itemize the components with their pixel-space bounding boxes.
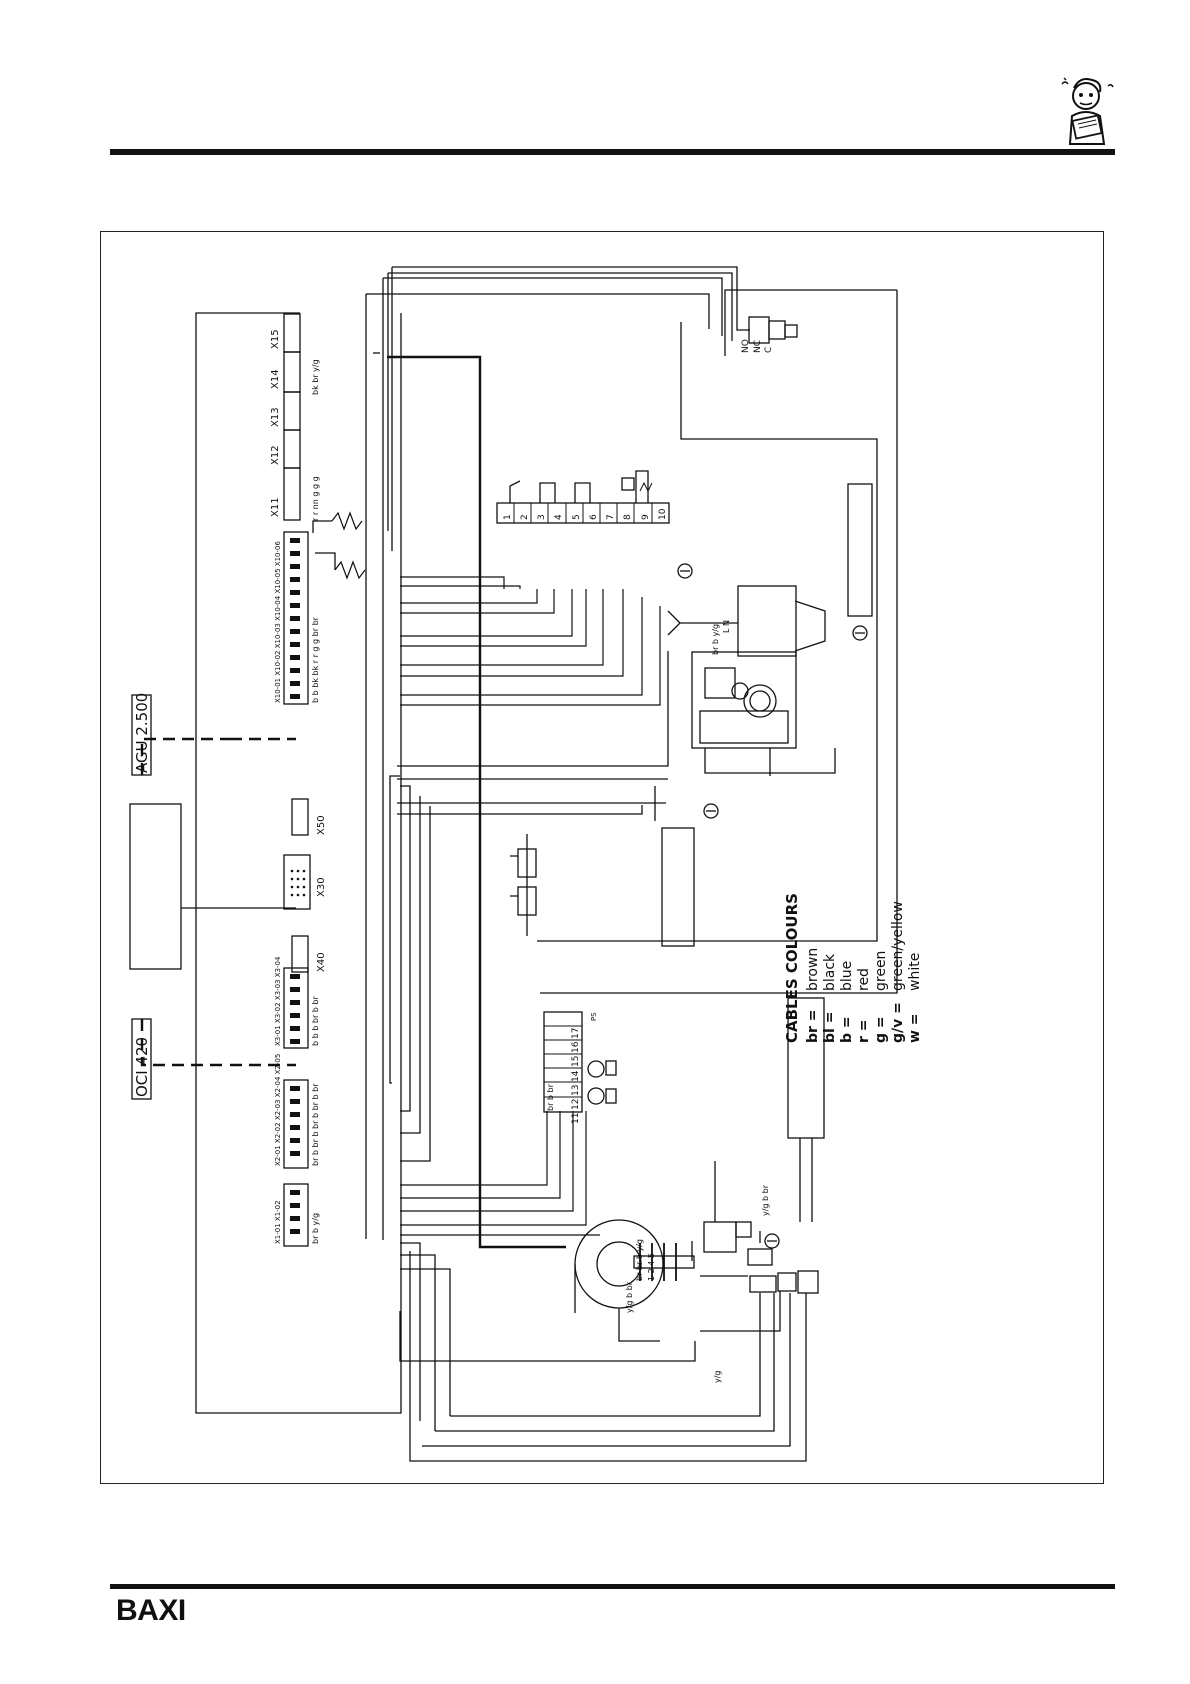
cables-colours-legend: CABLES COLOURS br = brown bl = black b =… [783, 893, 923, 1043]
terminal-17: 17 [571, 1028, 581, 1039]
x2-group-label: X2-01 X2-02 X2-03 X2-04 X2-05 [274, 1054, 282, 1166]
x12-label: X12 [270, 445, 281, 465]
terminal-11: 11 [571, 1113, 581, 1124]
terminal-14: 14 [571, 1070, 581, 1082]
agu-2500-label: AGU 2.500 [133, 693, 151, 773]
legend-name-r: red [856, 968, 872, 991]
x10-group-label: X10-01 X10-02 X10-03 X10-04 X10-05 X10-0… [274, 541, 282, 703]
x30-label: X30 [316, 877, 327, 897]
pressure-switch-no: NO [741, 339, 751, 353]
wiring-diagram: OCI 420 AGU 2.500 X40 X30 X50 X15 X14 X1… [129, 266, 923, 1462]
legend-name-gv: green/yellow [890, 901, 906, 991]
legend-title: CABLES COLOURS [783, 893, 801, 1043]
transformer-wire-label: br b y/g [711, 624, 720, 655]
x10-wire-label: b b bk bk r r g g br br [311, 616, 320, 703]
terminal-1: 1 [503, 514, 513, 520]
legend-name-b: blue [839, 961, 855, 991]
legend-name-br: brown [805, 948, 821, 991]
legend-code-br: br = [805, 1009, 821, 1043]
terminal-strip-b: 11 12 13 14 15 16 17 [571, 1028, 581, 1124]
terminal-16: 16 [571, 1041, 581, 1053]
legend-name-g: green [873, 951, 889, 991]
term-small-label: br b br [546, 1083, 555, 1111]
valve-base-label: L N [722, 620, 731, 633]
legend-code-gv: g/v = [890, 1002, 906, 1043]
footer-rule [110, 1584, 1115, 1589]
x3-group-label: X3-01 X3-02 X3-03 X3-04 [274, 956, 282, 1046]
legend-code-bl: bl = [822, 1012, 838, 1043]
terminal-3: 3 [537, 514, 547, 520]
x11-label: X11 [270, 497, 281, 517]
legend-name-w: white [907, 953, 923, 991]
terminal-4: 4 [554, 514, 564, 520]
fan-wire-label: br br b y/g [635, 1239, 644, 1281]
pressure-switch-c: C [764, 347, 774, 353]
pressure-switch-nc: NC [753, 340, 763, 353]
x1-group-label: X1-01 X1-02 [274, 1200, 282, 1244]
x3-wire-label: b b b br b br [311, 996, 320, 1046]
x15-label: X15 [270, 329, 281, 349]
terminal-12: 12 [571, 1099, 581, 1110]
ps-label: PS [590, 1012, 598, 1021]
x11-wire-label: r r nn g g g [311, 476, 320, 521]
x14-label: X14 [270, 369, 281, 389]
terminal-7: 7 [606, 514, 616, 520]
legend-code-b: b = [839, 1016, 855, 1043]
x40-label: X40 [316, 952, 327, 972]
block-wire-label: y/g b br [761, 1184, 770, 1216]
engineer-mascot-icon [1061, 77, 1114, 145]
x14-wire-label: bk br y/g [311, 359, 320, 395]
legend-code-r: r = [856, 1019, 872, 1043]
header-rule [110, 149, 1115, 155]
fan-out-label: y/g b br [625, 1281, 634, 1313]
terminal-8: 8 [623, 514, 633, 520]
earth-left-label: y/g [713, 1370, 722, 1383]
fan-pin-label: 1 2 4 5 [647, 1253, 656, 1281]
terminal-9: 9 [641, 514, 651, 520]
legend-code-g: g = [873, 1016, 889, 1043]
oci-420-label: OCI 420 [133, 1037, 151, 1097]
terminal-15: 15 [571, 1056, 581, 1067]
terminal-2: 2 [520, 514, 530, 520]
terminal-5: 5 [572, 514, 582, 520]
x2-wire-label: br b br b br b br b br [311, 1083, 320, 1166]
legend-code-w: w = [907, 1013, 923, 1043]
terminal-6: 6 [589, 514, 599, 520]
x1-wire-label: br b y/g [311, 1213, 320, 1244]
legend-name-bl: black [822, 953, 838, 991]
terminal-13: 13 [571, 1085, 581, 1096]
baxi-logo: BAXI [116, 1594, 186, 1627]
terminal-10: 10 [658, 508, 668, 520]
wiring-diagram-frame [100, 231, 1104, 1484]
terminal-strip-a: 1 2 3 4 5 6 7 8 9 10 [503, 508, 668, 520]
x13-label: X13 [270, 407, 281, 427]
x50-label: X50 [316, 815, 327, 835]
